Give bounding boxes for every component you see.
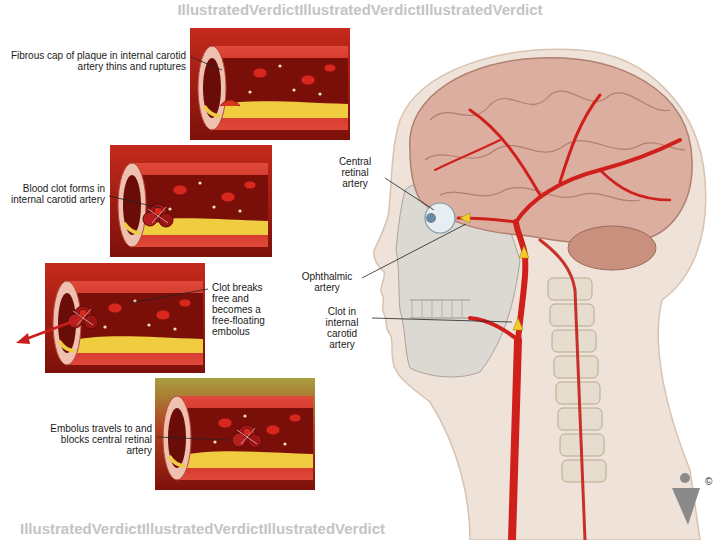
callout-label: © [705, 476, 717, 487]
embolus-arrow [26, 318, 82, 339]
vessel-panel [110, 145, 272, 257]
vessel-panel [155, 378, 315, 490]
callout-label: Clot breaks free and becomes a free-floa… [212, 282, 276, 337]
callout-label: Ophthalmic artery [296, 271, 358, 293]
logo [672, 473, 700, 525]
watermark: IllustratedVerdictIllustratedVerdictIllu… [20, 2, 700, 18]
cerebellum [568, 226, 656, 270]
watermark: IllustratedVerdictIllustratedVerdictIllu… [20, 521, 620, 537]
vessel-panel [45, 263, 205, 373]
callout-label: Fibrous cap of plaque in internal caroti… [8, 50, 186, 72]
brain [410, 58, 692, 244]
arteries [435, 95, 680, 540]
leader-lines [109, 57, 512, 440]
head-silhouette [374, 49, 706, 540]
callout-label: Embolus travels to and blocks central re… [38, 423, 152, 456]
vessel-panel [190, 28, 350, 140]
callout-label: Blood clot forms in internal carotid art… [8, 183, 105, 205]
arrow-head [16, 333, 30, 344]
callout-label: Clot in internal carotid artery [316, 306, 368, 350]
callout-label: Central retinal artery [328, 156, 382, 189]
